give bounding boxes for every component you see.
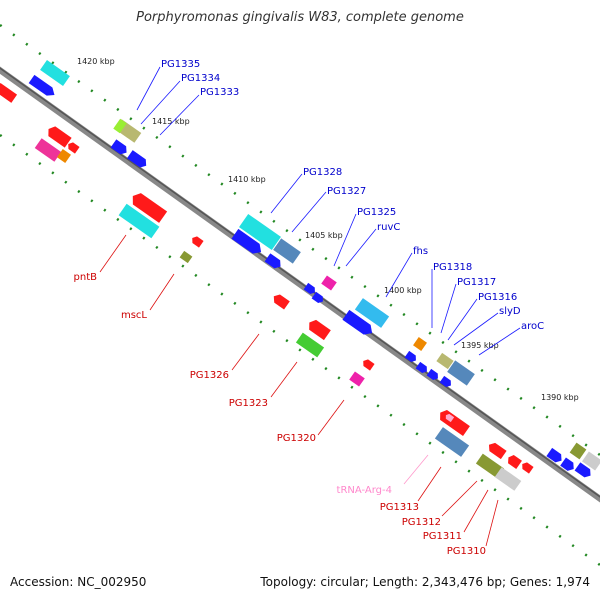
gene-feature (404, 350, 416, 362)
scale-track-outer (0, 23, 600, 457)
gene-feature (273, 294, 290, 310)
gene-label: PG1326 (190, 370, 229, 381)
gene-label: PG1327 (327, 186, 366, 197)
gene-label: PG1311 (423, 531, 462, 542)
gene-label: PG1316 (478, 292, 517, 303)
scale-track-inner (0, 133, 600, 567)
gene-feature (239, 213, 281, 251)
gene-feature (546, 447, 562, 463)
gene-label: aroC (521, 321, 544, 332)
gene-feature (445, 413, 455, 423)
scale-labels: 1420 kbp 1415 kbp 1410 kbp 1405 kbp 1400… (77, 57, 579, 402)
scale-label: 1420 kbp (77, 57, 115, 66)
gene-feature (434, 427, 470, 457)
gene-feature (488, 442, 507, 460)
gene-label: PG1334 (181, 73, 220, 84)
accession-text: Accession: NC_002950 (10, 575, 147, 589)
gene-label: fhs (413, 246, 428, 257)
gene-label: PG1318 (433, 262, 472, 273)
gene-feature (231, 228, 262, 254)
gene-feature (309, 319, 331, 341)
scale-label: 1390 kbp (541, 393, 579, 402)
map-title: Porphyromonas gingivalis W83, complete g… (136, 10, 464, 25)
scale-label: 1400 kbp (384, 286, 422, 295)
gene-feature (132, 193, 168, 223)
gene-feature (126, 150, 147, 168)
gene-label: PG1328 (303, 167, 342, 178)
gene-label: ruvC (377, 222, 400, 233)
scale-label: 1415 kbp (152, 117, 190, 126)
gene-feature (0, 83, 18, 103)
gene-labels-top: PG1335 PG1334 PG1333 PG1328 PG1327 PG132… (161, 59, 544, 332)
gene-feature (40, 60, 70, 86)
gene-feature (574, 462, 591, 478)
gene-label: PG1335 (161, 59, 200, 70)
gene-feature (447, 360, 475, 386)
gene-feature (439, 375, 451, 387)
gene-feature (179, 250, 193, 264)
genome-stats-text: Topology: circular; Length: 2,343,476 bp… (260, 575, 590, 589)
gene-feature (295, 332, 325, 358)
gene-feature (118, 203, 160, 239)
gene-feature (192, 236, 204, 248)
gene-feature (560, 457, 574, 471)
gene-label: PG1325 (357, 207, 396, 218)
gene-feature (57, 149, 71, 163)
gene-label: PG1323 (229, 398, 268, 409)
gene-feature (321, 275, 337, 291)
callout-lines-bottom (99, 234, 499, 547)
callout-lines-top (136, 66, 521, 356)
gene-label: PG1317 (457, 277, 496, 288)
gene-labels-bottom: pntB mscL PG1326 PG1323 PG1320 tRNA-Arg-… (74, 272, 486, 557)
gene-feature (113, 118, 127, 134)
gene-label: mscL (121, 310, 147, 321)
gene-feature (582, 451, 600, 471)
gene-feature (475, 453, 505, 479)
gene-feature (48, 126, 72, 148)
gene-feature (413, 337, 427, 351)
gene-feature (68, 142, 80, 154)
gene-label: PG1313 (380, 502, 419, 513)
scale-label: 1410 kbp (228, 175, 266, 184)
gene-feature (363, 359, 375, 371)
gene-feature (354, 298, 390, 328)
scale-label: 1395 kbp (461, 341, 499, 350)
gene-feature (273, 238, 301, 264)
gene-label: pntB (74, 272, 98, 283)
gene-label: PG1333 (200, 87, 239, 98)
gene-feature (415, 361, 427, 373)
gene-features-forward (28, 60, 600, 478)
gene-feature (110, 139, 127, 155)
gene-feature (349, 371, 365, 387)
gene-label: tRNA-Arg-4 (337, 485, 392, 496)
backbone (0, 66, 600, 503)
gene-feature (494, 467, 522, 491)
gene-feature (508, 455, 522, 469)
gene-feature (342, 309, 373, 335)
gene-feature (264, 253, 281, 269)
gene-features-reverse (0, 83, 534, 491)
gene-feature (303, 282, 315, 294)
gene-label: slyD (499, 306, 521, 317)
gene-label: PG1312 (402, 517, 441, 528)
gene-label: PG1310 (447, 546, 486, 557)
gene-feature (426, 368, 438, 380)
gene-feature (569, 442, 587, 460)
gene-feature (522, 462, 534, 474)
scale-label: 1405 kbp (305, 231, 343, 240)
gene-feature (436, 352, 454, 370)
gene-label: PG1320 (277, 433, 316, 444)
gene-feature (311, 291, 323, 303)
gene-feature (28, 74, 55, 96)
gene-feature (34, 138, 62, 162)
